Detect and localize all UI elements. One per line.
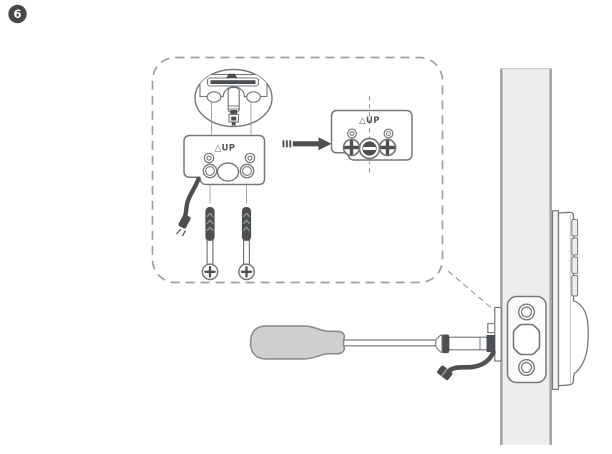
badge-circle	[8, 4, 27, 24]
deadbolt-cross-bore	[512, 323, 541, 356]
lock-mounting-plate	[551, 210, 560, 391]
latch-dark-housing	[486, 335, 496, 352]
cable	[182, 176, 201, 220]
interior-assembly-detail	[194, 68, 273, 128]
keypad-button-edge	[571, 256, 579, 274]
keypad-button-edge	[571, 219, 579, 237]
latch-rear-collar	[442, 334, 450, 354]
bolt-hole-inner	[242, 166, 252, 176]
screw-hole	[244, 152, 256, 164]
screw-hole	[383, 128, 394, 139]
cable-fray	[176, 228, 182, 235]
spindle-hole-right	[246, 91, 261, 103]
screw-hole-inner	[247, 155, 253, 161]
up-orientation-label: △UP	[359, 116, 380, 126]
spindle-hole-left	[206, 91, 222, 103]
door-top-edge	[500, 68, 552, 70]
plate-cable-connector	[176, 176, 201, 237]
callout-leader-line	[447, 270, 496, 312]
door-face	[500, 68, 552, 445]
thread-line	[242, 226, 251, 232]
thread-line	[206, 226, 214, 232]
door-edge-left	[500, 68, 503, 445]
mounting-plate-exploded: △UP	[183, 134, 266, 186]
latch-barrel	[448, 336, 488, 351]
spindle-nub	[231, 122, 236, 126]
keypad-button-edge	[571, 237, 579, 256]
screw-hole-inner	[206, 155, 212, 161]
screwdriver-shaft	[342, 339, 437, 347]
arrow-dash	[289, 140, 292, 148]
step-number: 6	[13, 7, 21, 21]
latch-bolt-assembly	[442, 306, 502, 362]
screwdriver-handle	[249, 325, 346, 360]
result-arrow-icon	[282, 137, 332, 151]
detail-callout-box	[151, 56, 444, 284]
screw-hole	[347, 128, 358, 139]
screw-hole	[203, 152, 215, 164]
lock-body	[557, 211, 589, 387]
thread-line	[242, 212, 251, 218]
screw-hole-inner	[385, 130, 392, 137]
spindle-tip-mark	[231, 116, 237, 121]
slot-bar	[210, 80, 256, 84]
arrow-body	[292, 137, 332, 151]
arrow-dash	[285, 140, 288, 148]
faceplate-screw-hole-inner	[520, 306, 533, 318]
up-orientation-label: △UP	[215, 144, 236, 154]
cable-fray	[181, 230, 187, 237]
top-clip	[226, 73, 238, 78]
arrow-dash	[282, 140, 285, 148]
screw-hole-inner	[349, 130, 355, 137]
spindle-opening	[216, 162, 240, 182]
connector-band	[440, 368, 448, 377]
cable-connector	[178, 214, 191, 229]
mounting-screw-left	[201, 207, 219, 281]
cable	[447, 349, 496, 373]
exterior-lock-side-view	[551, 210, 589, 391]
door-edge-panel	[500, 68, 552, 445]
screw-threads	[205, 207, 215, 241]
latch-plate-edge	[494, 306, 502, 362]
thread-line	[242, 219, 251, 225]
thread-line	[206, 212, 214, 218]
screw-shank	[206, 239, 214, 266]
screwdriver-tip	[435, 334, 443, 354]
step-number-badge: 6	[8, 4, 27, 24]
latch-cable-connector	[437, 349, 496, 381]
faceplate-screw-hole-inner	[520, 361, 533, 374]
spindle-band	[230, 110, 237, 115]
keypad-button-edge	[571, 275, 579, 297]
door-edge-right	[549, 68, 552, 445]
mounting-screw-right	[238, 207, 255, 281]
thread-line	[206, 219, 214, 225]
screwdriver	[249, 325, 443, 360]
screw-shank	[243, 239, 251, 266]
bolt-hole-inner	[205, 166, 215, 176]
screw-threads	[241, 207, 252, 241]
screw-slot	[362, 147, 377, 150]
latch-faceplate	[506, 295, 547, 384]
mounting-plate-installed: △UP	[330, 96, 413, 176]
